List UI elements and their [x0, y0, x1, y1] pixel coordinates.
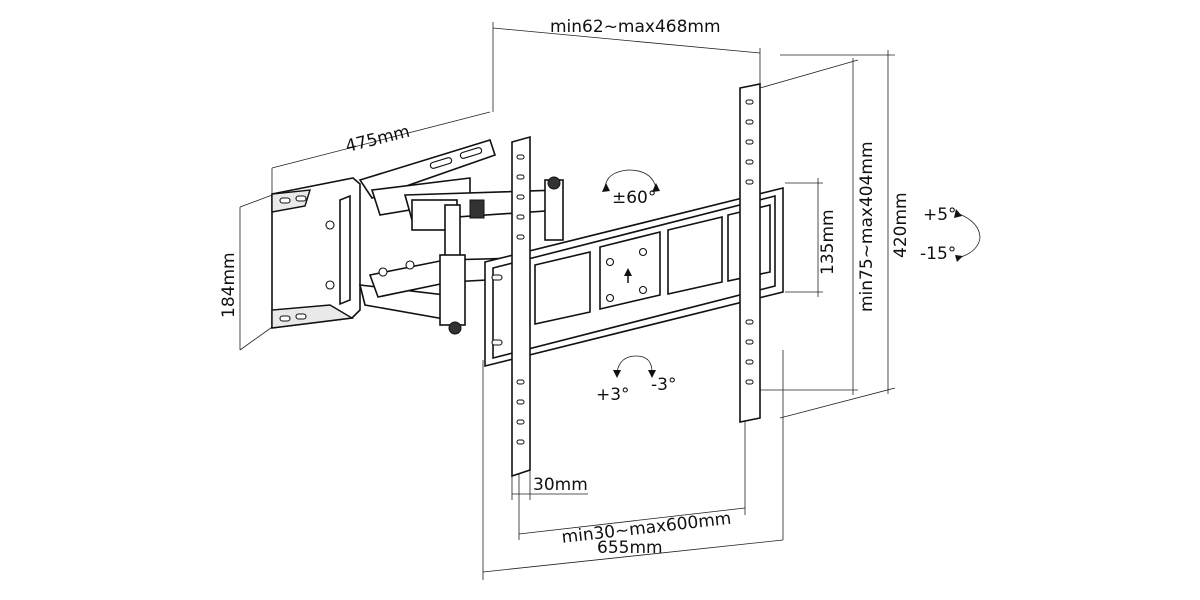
label-tilt-up: +5° [923, 205, 957, 225]
label-rotation: ±60° [612, 188, 656, 208]
label-top-width: min62~max468mm [550, 17, 721, 37]
label-vesa-vertical-range: min75~max404mm [857, 141, 877, 312]
label-overall-width: 655mm [597, 538, 663, 558]
label-level-plus: +3° [596, 385, 630, 405]
label-wall-plate-height: 184mm [219, 252, 239, 318]
dimension-labels: min62~max468mm 475mm 184mm ±60° 135mm mi… [219, 17, 957, 558]
label-level-minus: -3° [651, 375, 676, 395]
label-rail-width: 30mm [533, 475, 588, 495]
label-plate-height: 420mm [891, 192, 911, 258]
rotation-arrows [602, 169, 981, 378]
wall-plate [271, 177, 361, 329]
tv-plate [484, 186, 784, 368]
label-tilt-down: -15° [920, 244, 956, 264]
label-arm-length: 475mm [343, 122, 411, 157]
vertical-rails [511, 83, 761, 478]
label-vesa-135: 135mm [818, 209, 838, 275]
dimension-lines [239, 22, 896, 580]
